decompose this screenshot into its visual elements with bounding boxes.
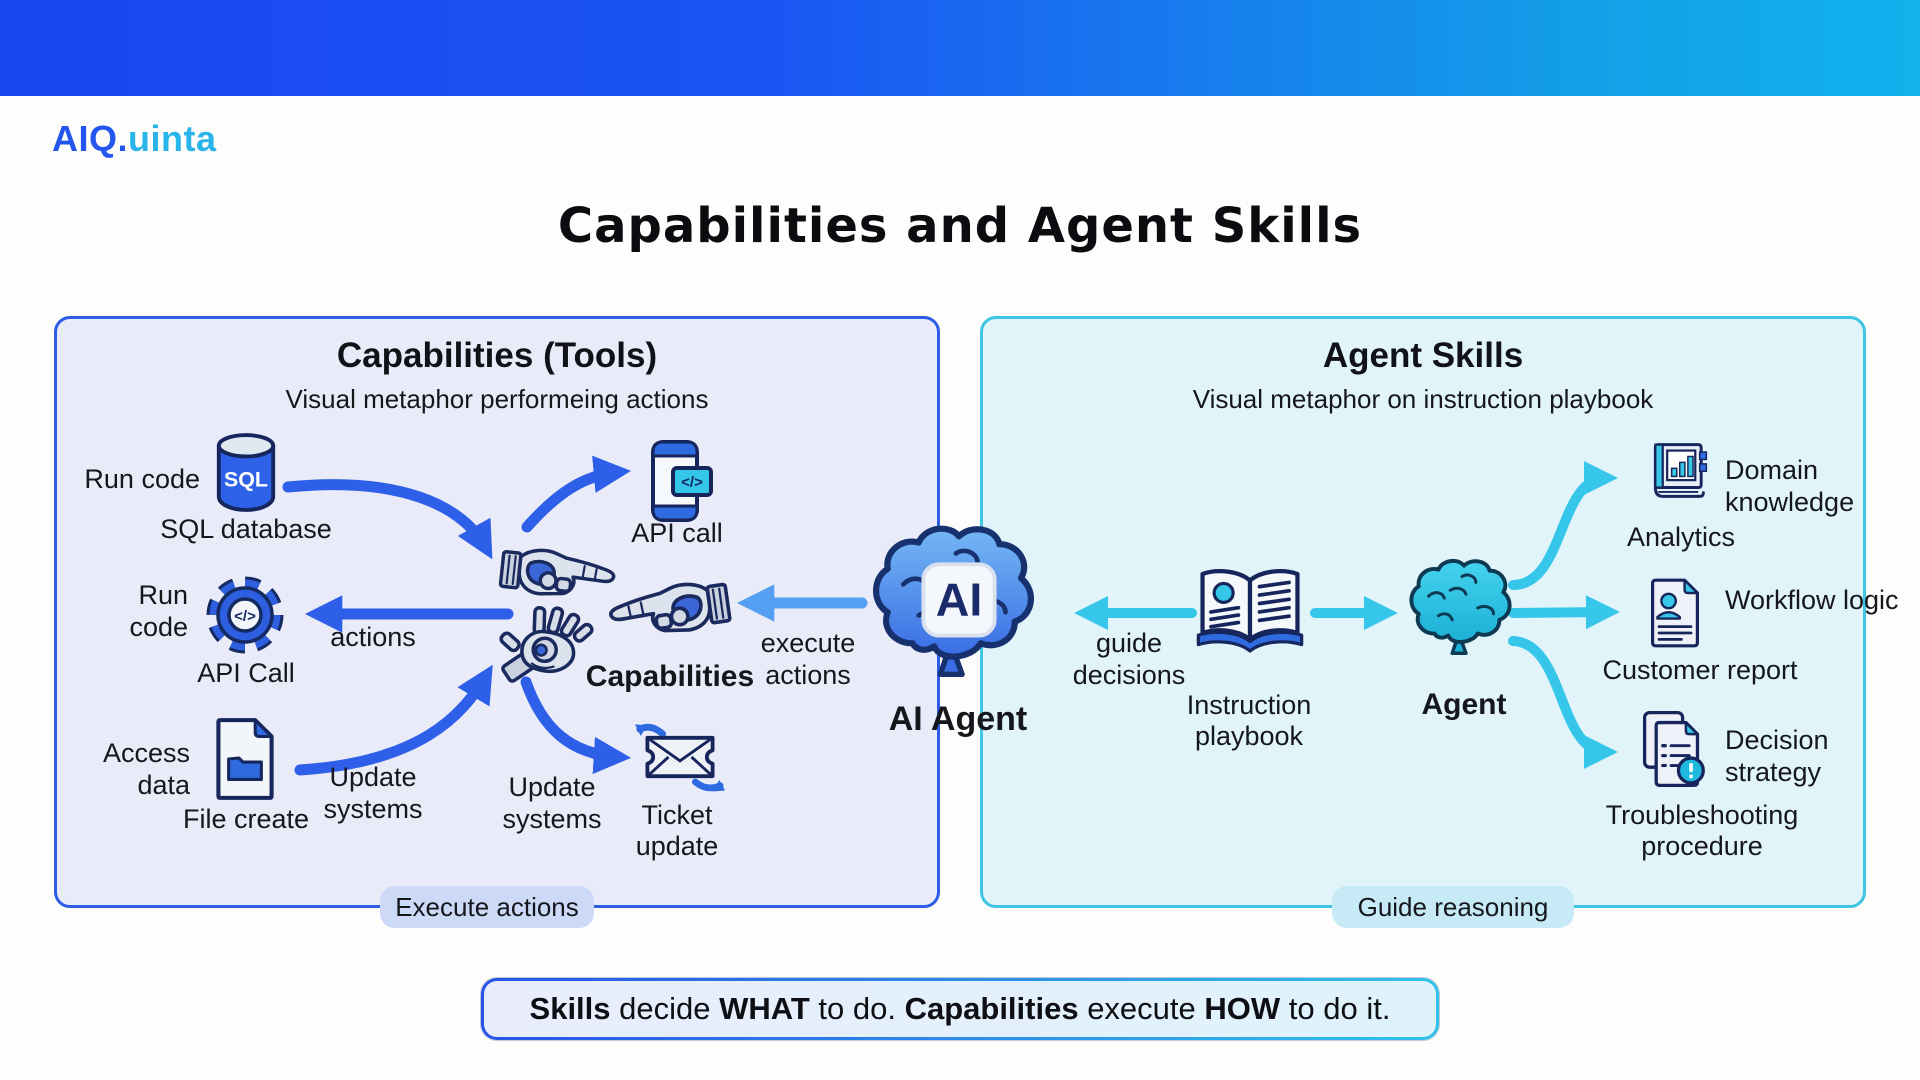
report-caption: Customer report: [1602, 655, 1798, 685]
execute-actions-arrow-label: execute actions: [760, 628, 856, 690]
summary-text: execute: [1078, 991, 1205, 1026]
guide-decisions-arrow-label: guide decisions: [1072, 628, 1186, 690]
analytics-caption: Analytics: [1626, 522, 1736, 552]
summary-skills: Skills: [529, 991, 611, 1026]
phone-caption: API call: [631, 518, 723, 548]
sql-side-label: Run code: [84, 464, 200, 494]
ticket-caption: Ticket update: [635, 800, 719, 862]
troubleshooting-side-label: Decision strategy: [1725, 725, 1829, 787]
brand-logo: AIQ.uinta: [52, 118, 217, 160]
sql-caption: SQL database: [160, 514, 332, 544]
agent-skills-panel-subtitle: Visual metaphor on instruction playbook: [1192, 384, 1654, 414]
brand-logo-secondary: uinta: [128, 118, 217, 159]
gear-side-label: Run code: [129, 580, 188, 642]
capabilities-panel-subtitle: Visual metaphor performeing actions: [285, 384, 709, 414]
report-side-label: Workflow logic: [1725, 585, 1899, 615]
brand-logo-primary: AIQ.: [52, 118, 129, 159]
actions-arrow-label: actions: [330, 622, 416, 652]
header-gradient-bar: [0, 0, 1920, 96]
summary-what: WHAT: [719, 991, 810, 1026]
update-systems-left-label: Update systems: [323, 762, 423, 824]
summary-banner: Skills decide WHAT to do. Capabilities e…: [481, 978, 1439, 1040]
page-title: Capabilities and Agent Skills: [557, 198, 1363, 254]
capabilities-panel-title: Capabilities (Tools): [336, 336, 658, 375]
file-side-label: Access data: [102, 738, 190, 800]
ai-badge-text: AI: [936, 573, 983, 625]
summary-text: decide: [610, 991, 720, 1026]
guide-reasoning-badge: Guide reasoning: [1332, 886, 1574, 928]
summary-how: HOW: [1204, 991, 1281, 1026]
update-systems-right-label: Update systems: [502, 772, 602, 834]
hands-caption: Capabilities: [585, 660, 755, 693]
summary-banner-text: Skills decide WHAT to do. Capabilities e…: [484, 981, 1436, 1037]
summary-text: to do it.: [1280, 991, 1391, 1026]
execute-actions-badge: Execute actions: [380, 886, 594, 928]
playbook-caption: Instruction playbook: [1186, 690, 1312, 752]
agent-skills-panel-title: Agent Skills: [1322, 336, 1524, 375]
troubleshooting-caption: Troubleshooting procedure: [1605, 800, 1799, 862]
agent-caption: Agent: [1421, 688, 1507, 721]
analytics-side-label: Domain knowledge: [1725, 455, 1855, 517]
summary-text: to do.: [809, 991, 905, 1026]
ai-agent-caption: AI Agent: [888, 700, 1028, 738]
file-caption: File create: [182, 804, 310, 834]
gear-caption: API Call: [197, 658, 295, 688]
summary-capabilities: Capabilities: [904, 991, 1079, 1026]
